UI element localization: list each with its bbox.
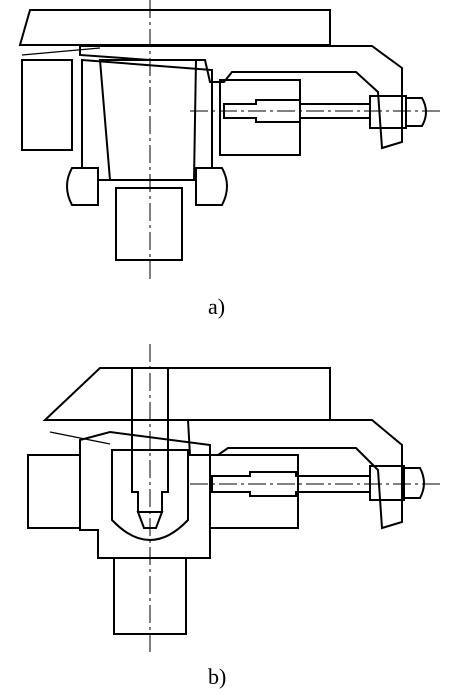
nut-left-a	[66, 167, 99, 206]
die-block-left-b	[27, 454, 81, 529]
die-block-right-a	[219, 79, 301, 156]
bolt-head-b	[403, 467, 425, 499]
caption-b: b)	[208, 664, 227, 689]
clamp-plate-b	[186, 419, 403, 530]
die-block-left-a	[21, 59, 73, 151]
bolt-head-a	[405, 97, 427, 127]
clamp-plate-a	[79, 45, 403, 150]
nut-right-a	[195, 167, 228, 206]
die-cavity-b	[111, 449, 189, 541]
leader-line-b	[49, 431, 111, 445]
view-b	[27, 344, 440, 652]
caption-a: a)	[208, 294, 226, 319]
bolt-nut-a	[369, 95, 407, 129]
bolt-nut-b	[369, 465, 405, 501]
upper-block-b	[42, 367, 331, 421]
center-bolt-tip-b	[136, 511, 164, 529]
leader-line-a	[21, 47, 101, 56]
view-a	[18, 0, 440, 280]
punch-shank-a	[115, 187, 183, 261]
wedge-a	[98, 59, 198, 181]
upper-block-a	[18, 9, 331, 46]
